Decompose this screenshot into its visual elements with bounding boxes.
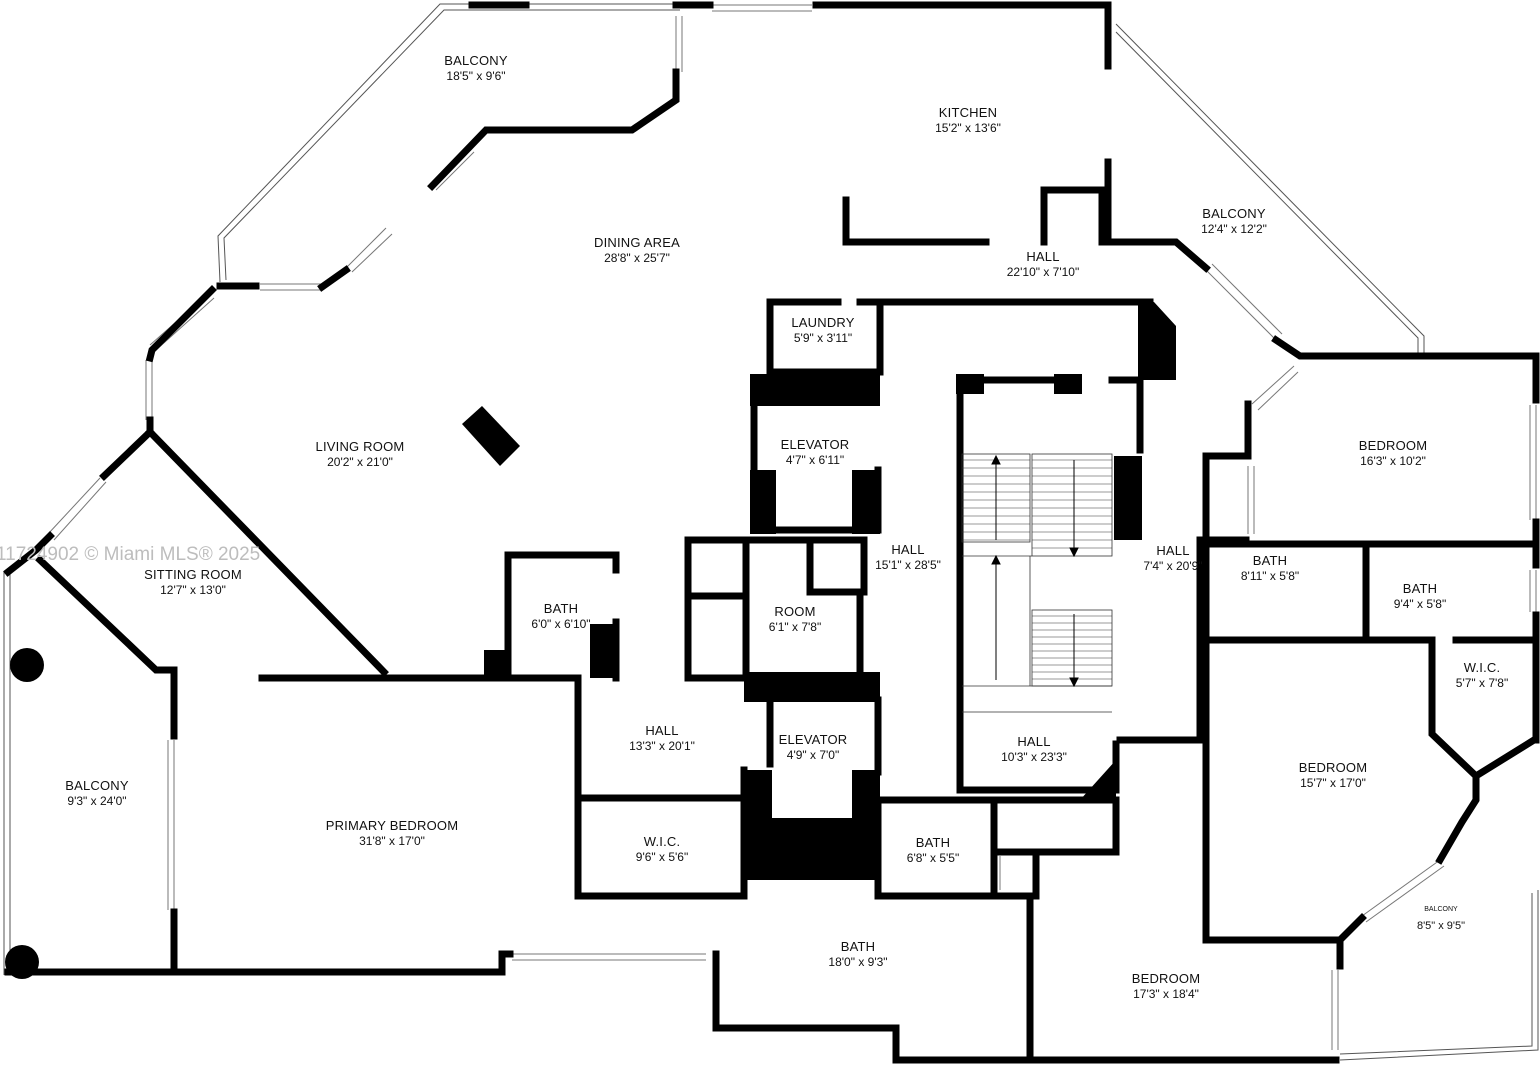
room-name-hall-center: HALL xyxy=(891,542,924,557)
room-name-room: ROOM xyxy=(774,604,815,619)
room-dims-hall-kitchen: 22'10" x 7'10" xyxy=(1007,265,1080,279)
room-dims-wic-primary: 9'6" x 5'6" xyxy=(636,850,688,864)
room-name-balcony-right: BALCONY xyxy=(1202,206,1266,221)
room-name-bath-right-1: BATH xyxy=(1253,553,1288,568)
room-dims-room: 6'1" x 7'8" xyxy=(769,620,821,634)
room-name-balcony-top: BALCONY xyxy=(444,53,508,68)
room-name-wic-primary: W.I.C. xyxy=(644,834,681,849)
room-name-hall-kitchen: HALL xyxy=(1026,249,1059,264)
room-dims-bath-right-2: 9'4" x 5'8" xyxy=(1394,597,1446,611)
room-dims-bath-primary: 18'0" x 9'3" xyxy=(828,955,887,969)
solid-structure xyxy=(5,302,1176,979)
room-name-balcony-lower-right: BALCONY xyxy=(1424,906,1458,913)
stair-arrows xyxy=(991,454,1079,688)
room-dims-bedroom-bottom: 17'3" x 18'4" xyxy=(1133,987,1199,1001)
room-name-wic-right: W.I.C. xyxy=(1464,660,1501,675)
room-name-bedroom-bottom: BEDROOM xyxy=(1132,971,1201,986)
windows xyxy=(47,4,1537,1050)
room-dims-balcony-top: 18'5" x 9'6" xyxy=(446,69,505,83)
room-dims-elevator-upper: 4'7" x 6'11" xyxy=(786,453,844,467)
room-name-bedroom-upper-right: BEDROOM xyxy=(1359,438,1428,453)
room-name-laundry: LAUNDRY xyxy=(791,315,854,330)
room-name-dining-area: DINING AREA xyxy=(594,235,680,250)
room-name-sitting-room: SITTING ROOM xyxy=(144,567,242,582)
room-dims-hall-center: 15'1" x 28'5" xyxy=(875,558,941,572)
room-dims-balcony-left: 9'3" x 24'0" xyxy=(67,794,126,808)
room-name-hall-right: HALL xyxy=(1156,543,1189,558)
room-dims-bath-lower-center: 6'8" x 5'5" xyxy=(907,851,959,865)
room-name-primary-bedroom: PRIMARY BEDROOM xyxy=(326,818,459,833)
room-dims-hall-stairs: 10'3" x 23'3" xyxy=(1001,750,1067,764)
room-name-bath-lower-center: BATH xyxy=(916,835,951,850)
room-dims-living-room: 20'2" x 21'0" xyxy=(327,455,393,469)
room-dims-bath-center: 6'0" x 6'10" xyxy=(531,617,590,631)
room-dims-sitting-room: 12'7" x 13'0" xyxy=(160,583,226,597)
room-name-hall-stairs: HALL xyxy=(1017,734,1050,749)
room-name-kitchen: KITCHEN xyxy=(939,105,997,120)
room-dims-wic-right: 5'7" x 7'8" xyxy=(1456,676,1508,690)
balcony-railings xyxy=(3,3,1539,1061)
room-dims-hall-lower-left: 13'3" x 20'1" xyxy=(629,739,695,753)
stair-treads xyxy=(962,459,1112,680)
room-name-living-room: LIVING ROOM xyxy=(316,439,405,454)
room-name-hall-lower-left: HALL xyxy=(645,723,678,738)
room-name-bath-right-2: BATH xyxy=(1403,581,1438,596)
watermark: 11724902 © Miami MLS® 2025 xyxy=(0,544,260,565)
room-dims-balcony-lower-right: 8'5" x 9'5" xyxy=(1417,920,1465,932)
room-dims-bath-right-1: 8'11" x 5'8" xyxy=(1241,569,1299,583)
room-dims-dining-area: 28'8" x 25'7" xyxy=(604,251,670,265)
room-name-elevator-upper: ELEVATOR xyxy=(781,437,850,452)
room-dims-bedroom-lower-right: 15'7" x 17'0" xyxy=(1300,776,1366,790)
room-name-bath-primary: BATH xyxy=(841,939,876,954)
room-dims-balcony-right: 12'4" x 12'2" xyxy=(1201,222,1267,236)
room-labels: BALCONY 18'5" x 9'6" KITCHEN 15'2" x 13'… xyxy=(65,53,1508,1001)
room-name-bath-center: BATH xyxy=(544,601,579,616)
room-dims-kitchen: 15'2" x 13'6" xyxy=(935,121,1001,135)
room-name-bedroom-lower-right: BEDROOM xyxy=(1299,760,1368,775)
room-name-elevator-lower: ELEVATOR xyxy=(779,732,848,747)
room-dims-bedroom-upper-right: 16'3" x 10'2" xyxy=(1360,454,1426,468)
room-dims-primary-bedroom: 31'8" x 17'0" xyxy=(359,834,425,848)
staircase xyxy=(961,453,1113,713)
room-name-balcony-left: BALCONY xyxy=(65,778,129,793)
room-dims-elevator-lower: 4'9" x 7'0" xyxy=(787,748,839,762)
room-dims-hall-right: 7'4" x 20'9" xyxy=(1143,559,1202,573)
room-dims-laundry: 5'9" x 3'11" xyxy=(794,331,852,345)
